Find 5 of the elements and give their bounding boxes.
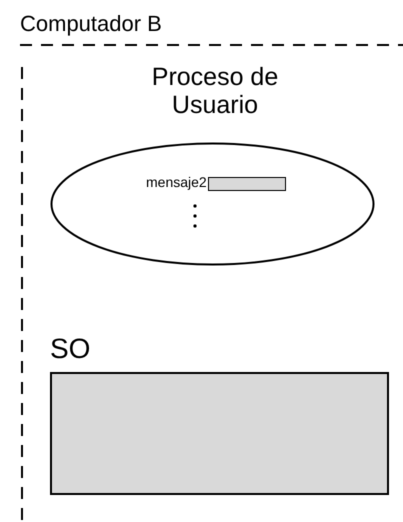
process-label: Proceso de Usuario	[150, 64, 280, 119]
message-box	[208, 177, 286, 191]
message-label: mensaje2	[146, 174, 207, 190]
computer-label: Computador B	[20, 12, 162, 36]
os-label: SO	[50, 334, 90, 365]
